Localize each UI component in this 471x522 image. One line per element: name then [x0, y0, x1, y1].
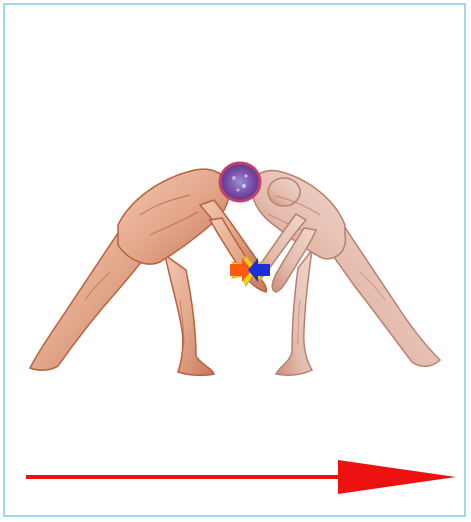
- direction-arrow: [26, 460, 456, 494]
- right-wrestler: [250, 171, 440, 376]
- head-contact-marker: [220, 163, 260, 201]
